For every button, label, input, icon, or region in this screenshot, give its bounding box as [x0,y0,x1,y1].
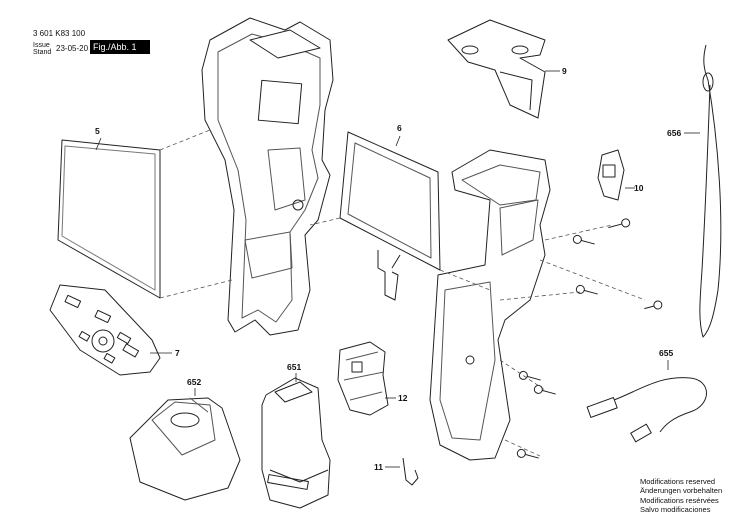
part-651-drawing [261,377,331,509]
part-label-9: 9 [562,66,567,76]
part-label-7: 7 [175,348,180,358]
part-656-drawing [699,44,722,338]
part-label-652: 652 [187,377,202,387]
part-label-12: 12 [398,393,408,403]
housing-front-drawing [201,17,334,336]
part-11-drawing [402,457,419,486]
note-line: Modifications resérvées [640,495,719,505]
stand-label: Stand [33,49,52,56]
part-6-drawing [339,131,441,301]
part-7-drawing [49,284,161,376]
note-line: Salvo modificaciones [640,505,711,515]
part-652-drawing [129,397,241,501]
part-655-drawing [586,377,707,443]
part-label-10: 10 [634,183,644,193]
part-5-drawing [57,139,161,299]
doc-number: 3 601 K83 100 [33,29,86,38]
part-9-drawing [447,19,546,119]
part-12-drawing [337,341,389,416]
part-label-6: 6 [397,123,402,133]
screws-drawing [516,218,663,459]
note-line: Änderungen vorbehalten [640,486,723,496]
issue-label: Issue [33,42,50,49]
housing-rear-drawing [429,149,551,461]
part-label-5: 5 [95,126,100,136]
modification-notes: Modifications reserved Änderungen vorbeh… [640,477,722,515]
part-label-651: 651 [287,362,302,372]
part-label-655: 655 [659,348,674,358]
note-line: Modifications reserved [640,477,716,486]
issue-date: 23-05-20 [56,44,89,53]
figure-label: Fig./Abb. 1 [90,40,150,54]
part-label-656: 656 [667,128,682,138]
part-10-drawing [597,149,625,201]
part-label-11: 11 [374,462,383,472]
